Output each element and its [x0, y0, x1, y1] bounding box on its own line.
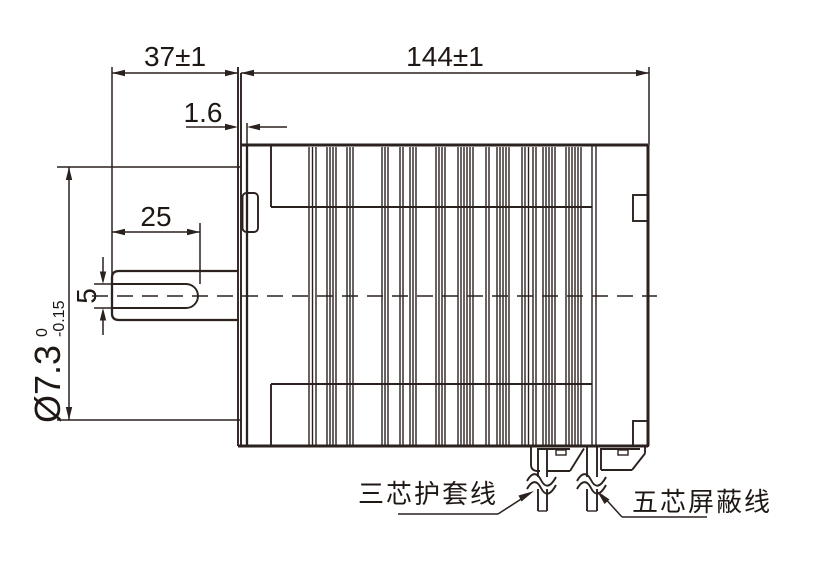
arrowhead-left-icon [247, 123, 260, 131]
dim-shaft-flat-depth-label: 5 [71, 288, 102, 304]
dim-shaft-diameter-tol-upper: 0 [34, 328, 51, 337]
dimension-shaft-flat-length: 25 [112, 201, 201, 284]
dim-front-length-label: 37±1 [144, 41, 206, 72]
arrowhead-left-icon [112, 228, 125, 236]
arrowhead-down-icon [65, 407, 73, 420]
left-cable-label: 三芯护套线 [358, 479, 498, 509]
arrowhead-left-icon [241, 69, 254, 77]
motor-body [237, 67, 650, 448]
shaft [92, 269, 657, 322]
label-right-cable: 五芯屏蔽线 [597, 487, 772, 518]
rear-bottom-tab [632, 420, 649, 447]
cable-connector-housing [526, 446, 646, 512]
shaft-outline [110, 269, 238, 322]
break-wave-icon [576, 481, 607, 495]
diameter-text-group: Ø7.3 0 -0.15 [27, 300, 68, 423]
rear-top-tab [632, 194, 649, 222]
break-wave-icon [526, 481, 557, 495]
leader-arrowhead-icon [597, 491, 610, 504]
arrowhead-left-icon [112, 69, 125, 77]
dim-shaft-flat-length-label: 25 [140, 201, 171, 232]
dimension-flange-thickness: 1.6 [184, 97, 287, 146]
arrowhead-down-icon [99, 271, 107, 284]
cable-right [576, 446, 607, 512]
dim-shaft-diameter-label: Ø7.3 [27, 345, 68, 423]
arrowhead-right-icon [636, 69, 649, 77]
arrowhead-right-icon [187, 228, 200, 236]
latch-left [555, 449, 567, 456]
dimension-shaft-flat-depth: 5 [71, 257, 113, 335]
dimension-total-length: 144±1 [241, 41, 650, 145]
cable-left [526, 449, 557, 512]
dim-flange-thickness-label: 1.6 [184, 97, 223, 128]
arrowhead-up-icon [65, 167, 73, 180]
dim-total-length-label: 144±1 [406, 41, 484, 72]
dimension-shaft-diameter: Ø7.3 0 -0.15 [27, 166, 241, 423]
dimension-front-length: 37±1 [111, 41, 238, 283]
housing-bevel [631, 452, 646, 471]
cooling-fins [308, 147, 582, 445]
housing-divider-diagonal [569, 447, 585, 472]
arrowhead-right-icon [225, 123, 238, 131]
right-cable-label: 五芯屏蔽线 [632, 487, 772, 517]
front-boss-tab [241, 192, 259, 233]
break-wave-icon [576, 473, 607, 487]
dim-shaft-diameter-tol-lower: -0.15 [51, 300, 68, 337]
label-left-cable: 三芯护套线 [358, 479, 534, 515]
latch-right [617, 449, 629, 456]
arrowhead-right-icon [225, 69, 238, 77]
leader-arrowhead-icon [518, 491, 534, 502]
break-wave-icon [526, 473, 557, 487]
arrowhead-up-icon [99, 308, 107, 321]
